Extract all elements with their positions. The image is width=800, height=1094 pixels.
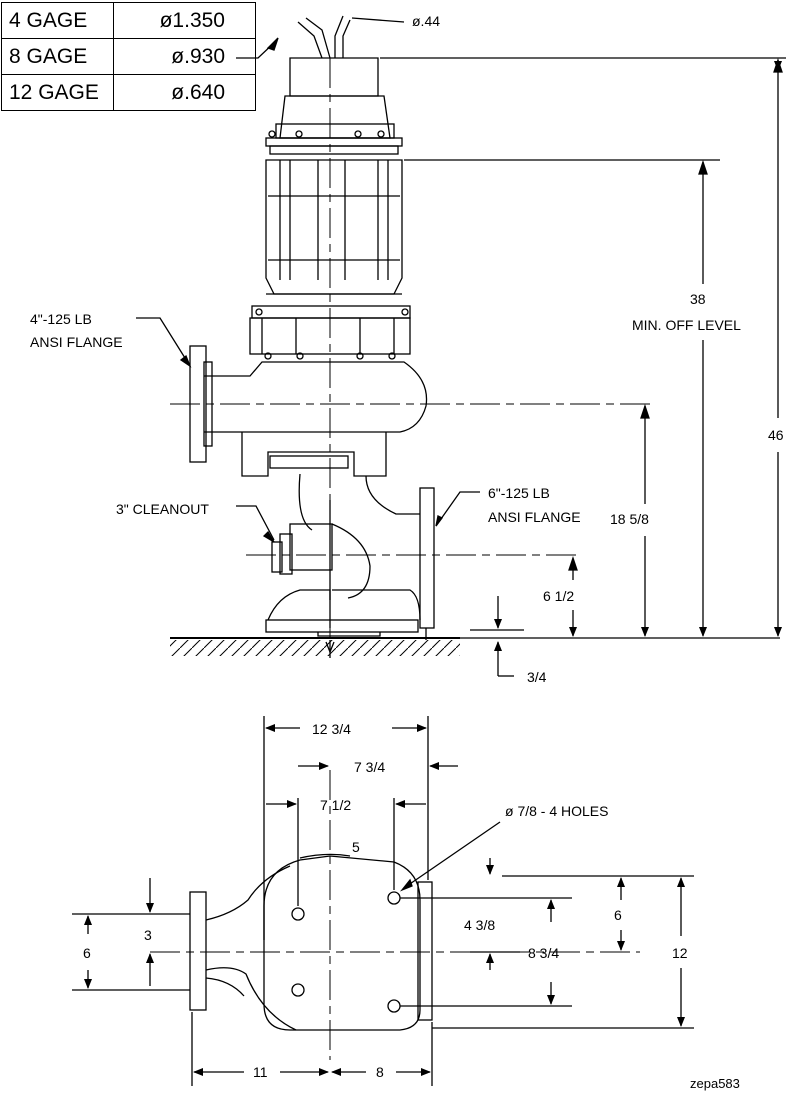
- dim-discharge-height: 18 5/8: [610, 511, 649, 527]
- motor-housing: [265, 159, 403, 295]
- table-row: 4 GAGE ø1.350: [1, 2, 256, 39]
- power-cable: [297, 15, 405, 59]
- diameter-cell: ø1.350: [113, 2, 256, 39]
- cleanout-plug: [279, 533, 293, 575]
- dim-plan-12: 12: [672, 945, 688, 961]
- dim-inlet-height: 6 1/2: [543, 588, 574, 604]
- motor-top-cap: [289, 57, 379, 97]
- inlet-flange: [419, 487, 435, 629]
- plan-body: [263, 855, 421, 1031]
- dim-plan-4-3-8: 4 3/8: [464, 917, 495, 933]
- dim-plan-11: 11: [253, 1064, 268, 1080]
- dim-plan-8: 8: [376, 1064, 384, 1080]
- table-row: 12 GAGE ø.640: [1, 74, 256, 111]
- dim-plan-6-right: 6: [614, 907, 622, 923]
- diameter-cell: ø.930: [113, 38, 256, 75]
- mounting-holes-label: ø 7/8 - 4 HOLES: [505, 803, 608, 819]
- cleanout-label: 3" CLEANOUT: [116, 501, 209, 517]
- lower-flange: [251, 305, 411, 319]
- table-row: 8 GAGE ø.930: [1, 38, 256, 75]
- discharge-flange-label: 4"-125 LB: [30, 311, 92, 327]
- mounting-hole: [387, 891, 401, 905]
- dim-plan-6-left: 6: [83, 945, 91, 961]
- plan-discharge-flange: [189, 891, 207, 1011]
- dim-base-thickness: 3/4: [527, 669, 547, 685]
- dim-plan-3: 3: [144, 927, 152, 943]
- dim-plan-5: 5: [352, 839, 360, 855]
- mounting-hole: [291, 907, 305, 921]
- mounting-hole: [387, 999, 401, 1013]
- dim-plan-7-1-2: 7 1/2: [320, 797, 351, 813]
- pump-elevation-view: [170, 15, 780, 658]
- discharge-flange-label: ANSI FLANGE: [30, 334, 123, 350]
- dim-plan-width: 12 3/4: [312, 721, 351, 737]
- cable-gage-table: 4 GAGE ø1.350 8 GAGE ø.930 12 GAGE ø.640: [1, 2, 256, 111]
- pump-base: [265, 619, 419, 633]
- inlet-flange-label: ANSI FLANGE: [488, 509, 581, 525]
- cable-diameter-label: ø.44: [412, 13, 440, 29]
- dim-plan-7-3-4: 7 3/4: [354, 759, 385, 775]
- inlet-flange-label: 6"-125 LB: [488, 485, 550, 501]
- mounting-hole: [291, 983, 305, 997]
- ground-hatch: [170, 640, 460, 656]
- dim-plan-8-3-4: 8 3/4: [528, 945, 559, 961]
- dim-min-off-level-label: MIN. OFF LEVEL: [632, 317, 741, 333]
- diameter-cell: ø.640: [113, 74, 256, 111]
- volute-casing: [204, 361, 428, 433]
- gage-cell: 4 GAGE: [1, 2, 114, 39]
- pump-plan-view: [150, 770, 640, 1060]
- plan-inlet-flange: [417, 881, 433, 1021]
- drawing-id: zepa583: [690, 1076, 740, 1091]
- dim-min-off-level: 38: [690, 291, 706, 307]
- upper-flange: [265, 137, 403, 147]
- dim-overall-height: 46: [768, 427, 784, 443]
